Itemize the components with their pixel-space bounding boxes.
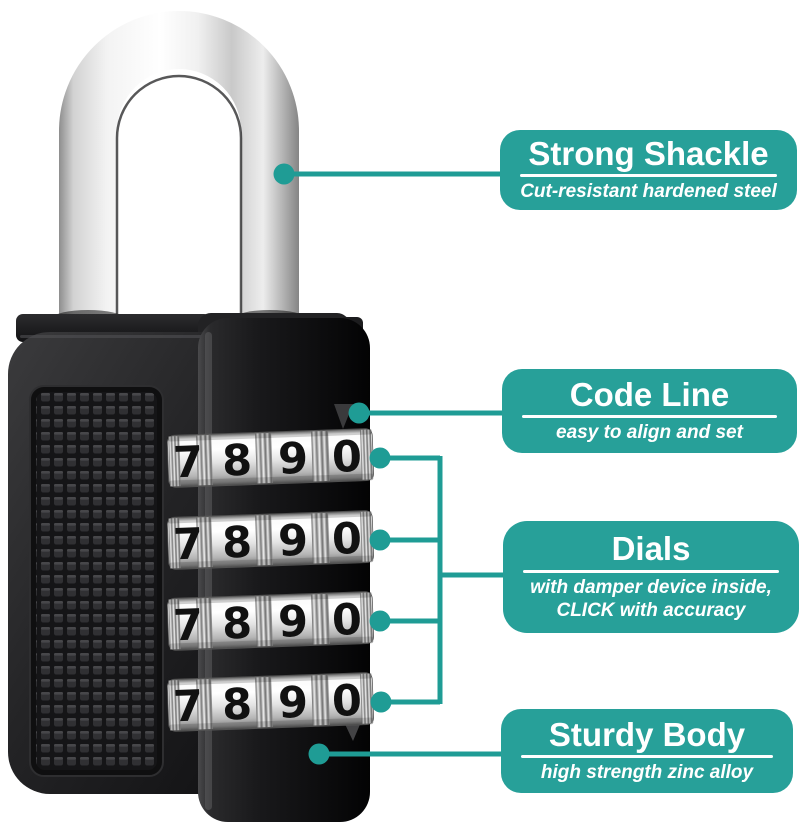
dial-digit: 9 [277, 516, 309, 567]
dial-digit: 7 [172, 681, 204, 732]
dot-dial-3 [369, 610, 391, 632]
callout-subtitle: high strength zinc alloy [541, 762, 753, 785]
dial-digit: 0 [331, 514, 363, 565]
dial-row-1: 7 8 9 0 [166, 428, 375, 488]
callout-title: Sturdy Body [548, 715, 746, 753]
callout-subtitle-line: high strength zinc alloy [540, 762, 754, 784]
dial-digit: 8 [221, 436, 253, 487]
body-notch [344, 722, 361, 741]
callout-underline [520, 174, 777, 178]
dial-digit: 9 [277, 678, 309, 729]
dial-digit: 8 [221, 680, 253, 731]
dial-digit: 8 [221, 518, 253, 569]
callout-code-line: Code Line easy to align and set [502, 369, 797, 453]
dot-dial-4 [370, 691, 392, 713]
connector-dots [273, 163, 392, 765]
dial-digit: 7 [172, 437, 204, 488]
dial-digit: 9 [277, 597, 309, 648]
dot-shackle [273, 163, 295, 185]
callout-subtitle-line: with damper device inside, [530, 577, 772, 599]
dial-digit: 0 [331, 676, 363, 727]
callout-title: Dials [611, 530, 691, 568]
dial-digit: 9 [277, 434, 309, 485]
dial-digit: 0 [331, 432, 363, 483]
grip-panel [29, 385, 164, 777]
callout-dials: Dials with damper device inside, CLICK w… [503, 521, 799, 633]
dial-row-3: 7 8 9 0 [166, 591, 375, 651]
callout-subtitle-line: easy to align and set [556, 422, 743, 444]
callout-strong-shackle: Strong Shackle Cut-resistant hardened st… [500, 130, 797, 210]
dial-digit: 8 [221, 599, 253, 650]
dot-body [308, 743, 330, 765]
callout-title: Strong Shackle [528, 134, 769, 172]
dot-code-line [348, 402, 370, 424]
dial-digit: 7 [172, 600, 204, 651]
dial-row-4: 7 8 9 0 [166, 672, 375, 732]
callout-underline [523, 570, 779, 574]
callout-subtitle: Cut-resistant hardened steel [520, 181, 777, 204]
callout-sturdy-body: Sturdy Body high strength zinc alloy [501, 709, 793, 793]
dot-dial-2 [369, 529, 391, 551]
callout-subtitle: easy to align and set [556, 422, 743, 445]
shackle-reflection-line [115, 74, 243, 330]
callout-title: Code Line [569, 375, 730, 413]
code-line-notch [334, 404, 353, 429]
shackle [59, 11, 299, 332]
callout-underline [521, 755, 773, 759]
dial-digit: 0 [331, 595, 363, 646]
dial-row-2: 7 8 9 0 [166, 510, 375, 570]
dot-dial-1 [369, 447, 391, 469]
callout-underline [522, 415, 777, 419]
dial-digit: 7 [172, 519, 204, 570]
callout-subtitle-line: CLICK with accuracy [556, 599, 746, 621]
callout-subtitle: with damper device inside, CLICK with ac… [530, 577, 772, 623]
callout-subtitle-line: Cut-resistant hardened steel [520, 181, 777, 203]
dial-housing [198, 318, 370, 822]
